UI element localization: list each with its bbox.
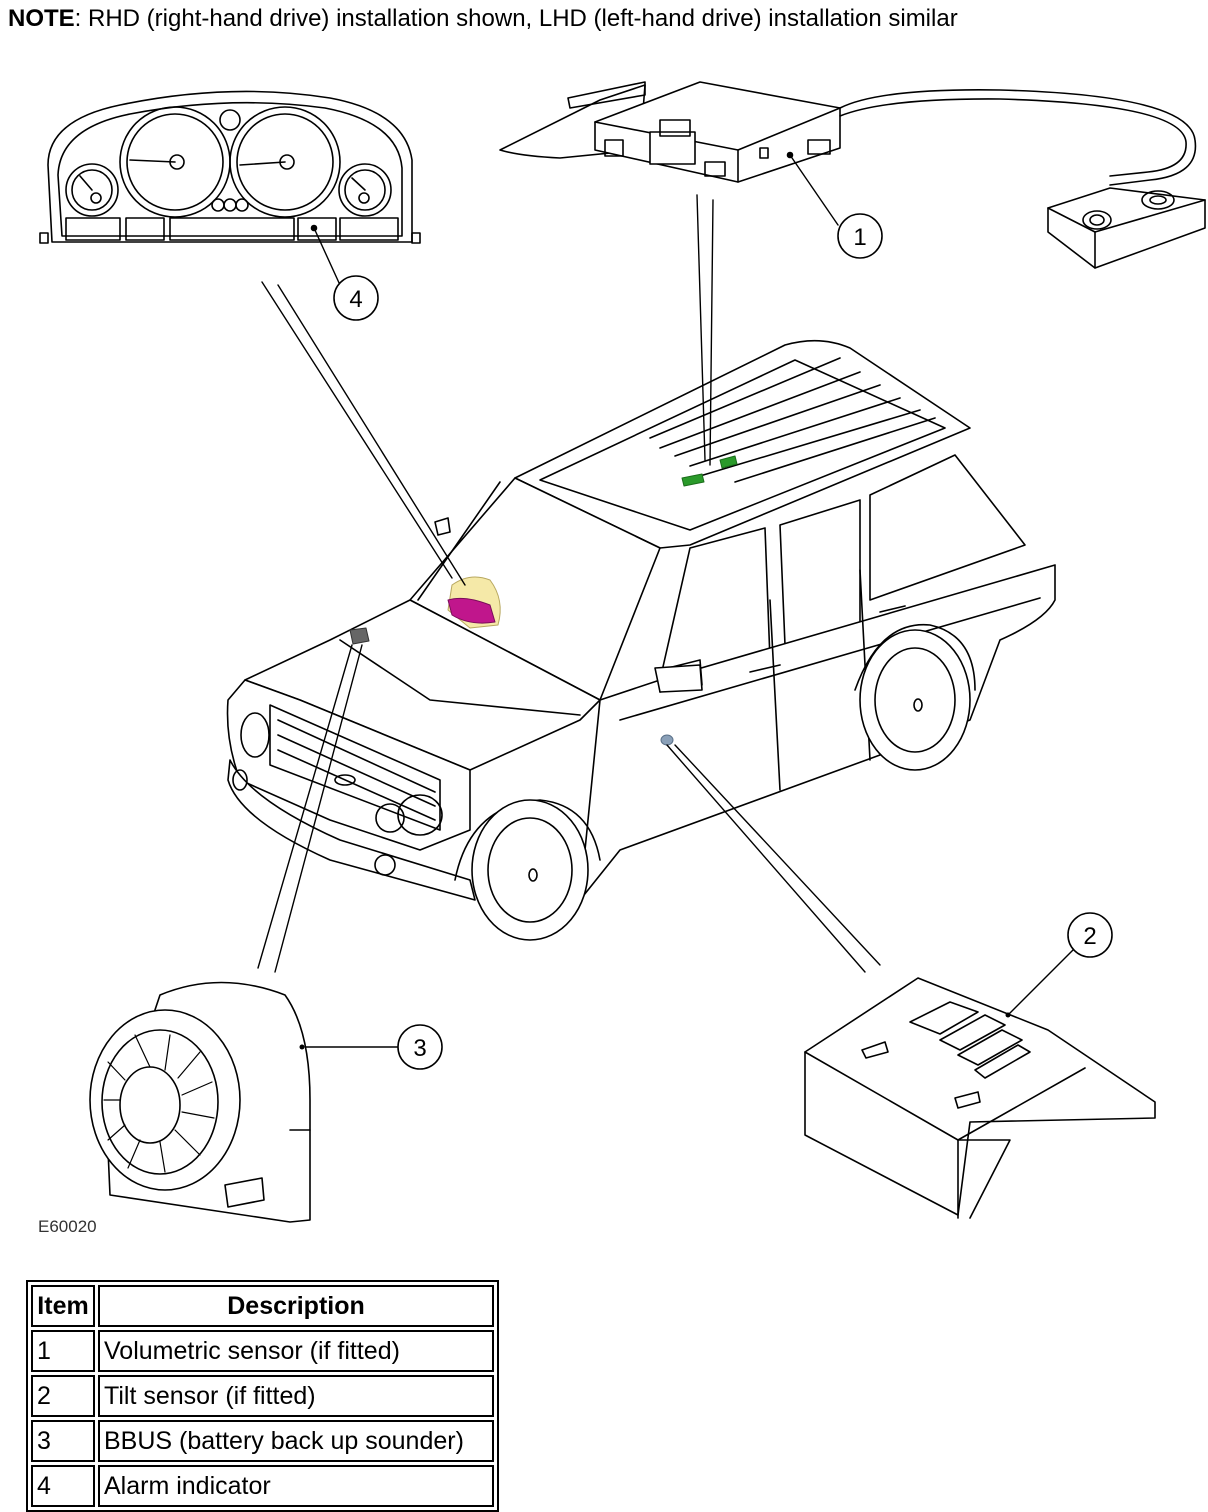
figure-code: E60020 [38,1217,97,1236]
callout-1: 1 [837,213,883,259]
instrument-cluster [39,90,421,244]
leader-lines [257,154,1076,1048]
legend-item-number: 1 [31,1330,95,1372]
tilt-sensor-highlight [660,734,674,746]
note-text: RHD (right-hand drive) installation show… [88,5,958,32]
legend-header-description: Description [98,1285,494,1327]
callout-3: 3 [397,1024,443,1070]
callout-2: 2 [1067,912,1113,958]
legend-header-row: Item Description [31,1285,494,1327]
installation-diagram: 1 2 3 4 E60020 [38,81,1206,1236]
alarm-indicator-highlight [447,576,501,629]
note-label: NOTE [8,5,75,32]
svg-text:4: 4 [349,286,362,313]
legend-table: Item Description 1 Volumetric sensor (if… [26,1280,499,1512]
legend-row: 4 Alarm indicator [31,1465,494,1507]
legend-row: 2 Tilt sensor (if fitted) [31,1375,494,1417]
legend-item-number: 2 [31,1375,95,1417]
vehicle-illustration [226,339,1056,941]
bbus-sounder [89,981,311,1223]
callout-4: 4 [333,275,379,321]
volumetric-sensor-highlight [681,455,738,487]
sounder-location-highlight [349,627,370,645]
legend-item-number: 3 [31,1420,95,1462]
svg-text:1: 1 [853,224,866,251]
svg-text:2: 2 [1083,923,1096,950]
legend-item-description: BBUS (battery back up sounder) [98,1420,494,1462]
note: NOTE: RHD (right-hand drive) installatio… [8,5,958,32]
legend-item-description: Alarm indicator [98,1465,494,1507]
volumetric-sensor-module [499,81,1206,269]
legend-row: 3 BBUS (battery back up sounder) [31,1420,494,1462]
legend-item-description: Tilt sensor (if fitted) [98,1375,494,1417]
legend-item-description: Volumetric sensor (if fitted) [98,1330,494,1372]
legend-item-number: 4 [31,1465,95,1507]
legend-row: 1 Volumetric sensor (if fitted) [31,1330,494,1372]
svg-text:3: 3 [413,1035,426,1062]
legend-header-item: Item [31,1285,95,1327]
tilt-sensor-module [804,977,1156,1219]
